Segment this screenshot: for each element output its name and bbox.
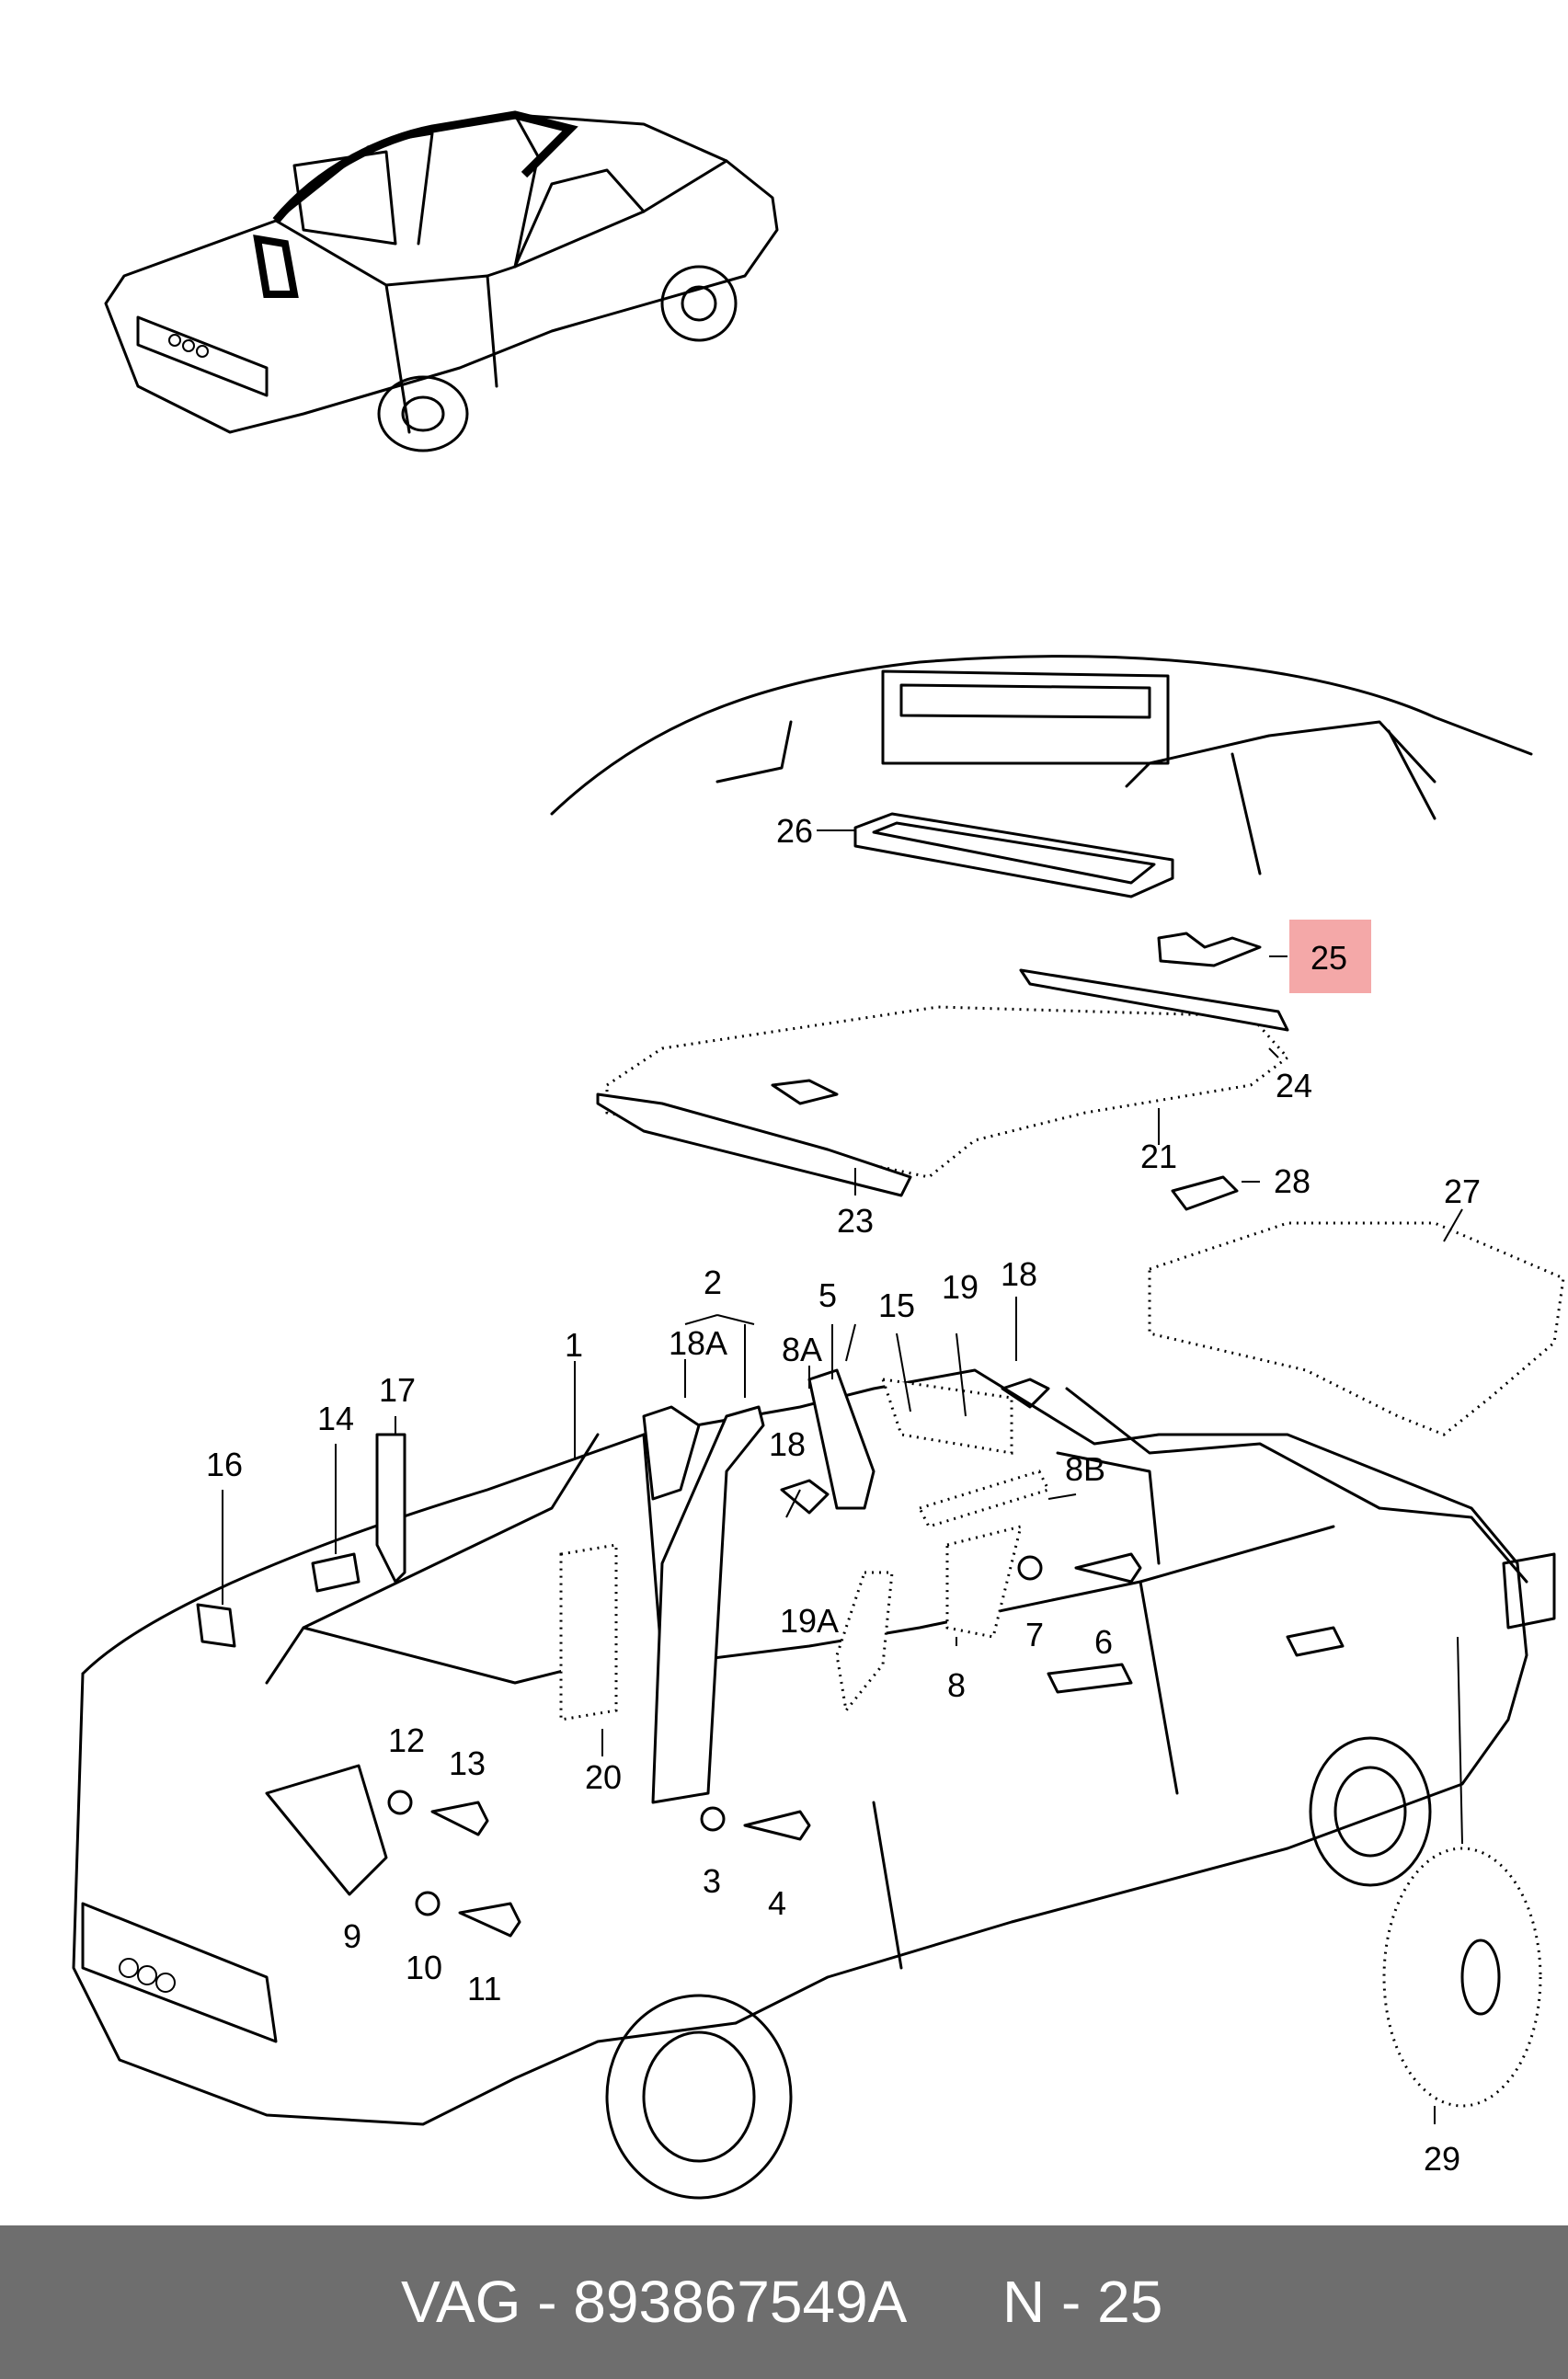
callout-16: 16	[206, 1446, 244, 1483]
callout-6: 6	[1094, 1623, 1114, 1661]
callout-5: 5	[818, 1276, 838, 1314]
part-25-highlight	[1289, 920, 1371, 993]
parcel-shelf-drawing	[1148, 1221, 1565, 1436]
callout-27: 27	[1444, 1172, 1482, 1210]
callout-25: 25	[1310, 939, 1348, 977]
roof-outline-drawing	[550, 655, 1533, 875]
main-car-drawing	[72, 1368, 1556, 2200]
spare-wheel-cover-drawing	[1382, 1847, 1542, 2108]
callout-24: 24	[1276, 1067, 1313, 1104]
fasteners-drawing	[196, 1378, 1142, 1938]
callout-20: 20	[585, 1758, 623, 1796]
headliner-drawing	[596, 968, 1290, 1197]
reference-car-drawing	[104, 110, 779, 452]
callout-18-mid: 18	[769, 1425, 807, 1463]
part-28-drawing	[1171, 1175, 1239, 1211]
callout-14: 14	[317, 1400, 355, 1437]
callout-29: 29	[1424, 2140, 1461, 2178]
callout-13: 13	[449, 1744, 486, 1782]
footer-bar: VAG - 893867549A N - 25	[0, 2225, 1568, 2379]
callout-19A: 19A	[780, 1602, 840, 1640]
parts-diagram	[72, 110, 1565, 2200]
callout-18A: 18A	[669, 1324, 728, 1362]
callout-7: 7	[1025, 1616, 1045, 1653]
callout-17: 17	[379, 1371, 417, 1409]
callout-1: 1	[565, 1326, 584, 1364]
callout-3: 3	[703, 1862, 722, 1900]
sunroof-seal-drawing	[853, 812, 1174, 898]
leader-lines	[222, 829, 1463, 2124]
callout-8: 8	[947, 1666, 967, 1704]
callout-10: 10	[406, 1949, 443, 1986]
part-25-drawing	[1157, 932, 1262, 967]
callout-4: 4	[768, 1884, 787, 1922]
callout-2: 2	[704, 1264, 723, 1301]
callout-28: 28	[1274, 1162, 1311, 1200]
callout-9: 9	[343, 1917, 362, 1955]
callout-12: 12	[388, 1721, 426, 1759]
callout-23: 23	[837, 1202, 875, 1240]
callout-18-top: 18	[1001, 1255, 1038, 1293]
callout-8B: 8B	[1065, 1450, 1106, 1488]
pillar-trim-drawing	[559, 1368, 1051, 1804]
callout-11: 11	[467, 1970, 502, 2007]
position-reference: N - 25	[1002, 2269, 1163, 2335]
callout-19: 19	[942, 1268, 979, 1306]
callout-8A: 8A	[782, 1331, 823, 1368]
part-reference: VAG - 893867549A	[401, 2269, 908, 2335]
callout-21: 21	[1140, 1138, 1178, 1175]
callout-15: 15	[878, 1287, 916, 1324]
callout-26: 26	[776, 812, 814, 850]
